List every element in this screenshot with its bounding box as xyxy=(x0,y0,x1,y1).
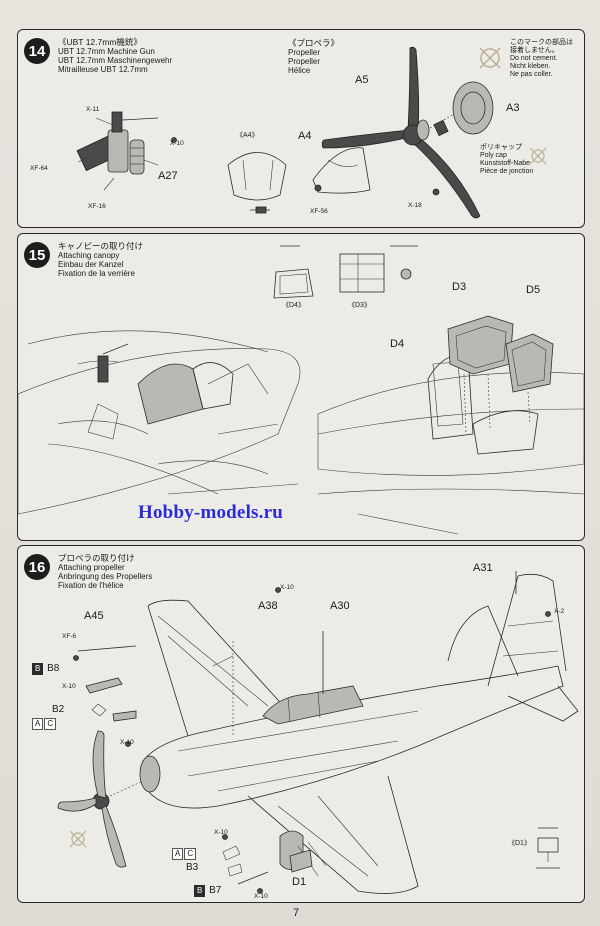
label-a4: A4 xyxy=(298,130,312,142)
box-c-1: C xyxy=(44,718,57,730)
label-x18: X-18 xyxy=(408,202,422,209)
aircraft-drawing xyxy=(57,571,579,894)
step-15-title-jp: キャノピーの取り付け xyxy=(58,241,144,251)
step-14-drawings xyxy=(76,46,547,219)
box-a-2: A xyxy=(172,848,184,860)
label-a31: A31 xyxy=(473,562,493,574)
label-d4-callout: 《D4》 xyxy=(282,302,305,309)
label-xf16: XF-16 xyxy=(88,203,106,210)
step-15-title-fr: Fixation de la verrière xyxy=(58,269,135,278)
note-jp1: このマークの部品は xyxy=(510,39,573,46)
step-15-number: 15 xyxy=(24,242,50,268)
label-a45: A45 xyxy=(84,610,104,622)
cockpit-view-left xyxy=(18,330,301,515)
step-16-title-de: Anbringung des Propellers xyxy=(58,572,153,581)
step-14-title: 《UBT 12.7mm機銃》 UBT 12.7mm Machine Gun UB… xyxy=(58,37,173,75)
label-d4: D4 xyxy=(390,338,405,350)
label-b7-text: B7 xyxy=(209,885,222,896)
label-x10-a: X-10 xyxy=(280,584,294,591)
note-de: Nicht kleben. xyxy=(510,63,551,70)
label-b7: B B7 xyxy=(194,885,221,897)
label-xf6: XF-6 xyxy=(62,633,77,640)
label-d3-callout: 《D3》 xyxy=(348,302,371,309)
label-x10-c: X-10 xyxy=(120,739,134,746)
polycap-note: ポリキャップ Poly cap Kunststoff-Nabe Pièce de… xyxy=(480,144,533,176)
step-16-title-jp: プロペラの取り付け xyxy=(58,553,135,563)
label-xf64: XF-64 xyxy=(30,165,48,172)
step-14-title-en: UBT 12.7mm Machine Gun xyxy=(58,47,155,56)
box-a-1: A xyxy=(32,718,44,730)
label-a30: A30 xyxy=(330,600,350,612)
watermark: Hobby-models.ru xyxy=(138,502,283,523)
label-a5: A5 xyxy=(355,74,369,86)
step-14-panel: 14 《UBT 12.7mm機銃》 UBT 12.7mm Machine Gun… xyxy=(17,29,585,228)
label-x10-d: X-10 xyxy=(214,829,228,836)
step-16-number: 16 xyxy=(24,554,50,580)
propeller-title-jp: 《プロペラ》 xyxy=(288,38,340,48)
propeller-title-fr: Hélice xyxy=(288,66,311,75)
label-x10-e: X-10 xyxy=(254,893,268,900)
step-14-title-de: UBT 12.7mm Maschinengewehr xyxy=(58,56,173,65)
step-16-title-en: Attaching propeller xyxy=(58,563,125,572)
propeller-title-en: Propeller xyxy=(288,48,321,57)
step-15-title-en: Attaching canopy xyxy=(58,251,120,260)
propeller-title-de: Propeller xyxy=(288,57,321,66)
step-14-title-jp: 《UBT 12.7mm機銃》 xyxy=(58,37,142,47)
label-d5: D5 xyxy=(526,284,541,296)
cockpit-view-right xyxy=(317,315,584,535)
polycap-de: Kunststoff-Nabe xyxy=(480,160,531,167)
note-jp2: 接着しません。 xyxy=(510,47,559,54)
step-15-panel: 15 キャノピーの取り付け Attaching canopy Einbau de… xyxy=(17,233,585,541)
page-number: 7 xyxy=(293,907,300,919)
label-a38: A38 xyxy=(258,600,278,612)
canopy-callouts xyxy=(273,245,418,299)
step-14-number: 14 xyxy=(24,38,50,64)
box-b-1: B xyxy=(32,663,44,675)
polycap-fr: Pièce de jonction xyxy=(480,168,534,175)
a4-part-drawing xyxy=(312,147,371,194)
a4-callout-drawing xyxy=(227,152,287,214)
step-16-title: プロペラの取り付け Attaching propeller Anbringung… xyxy=(58,553,153,591)
label-b8: B B8 xyxy=(32,663,59,675)
do-not-cement-note: このマークの部品は 接着しません。 Do not cement. Nicht k… xyxy=(510,39,573,79)
label-b2: B2 xyxy=(52,704,65,715)
label-a3: A3 xyxy=(506,102,520,114)
label-x10: X-10 xyxy=(170,140,184,147)
label-d1: D1 xyxy=(292,876,307,888)
machine-gun-drawing xyxy=(76,111,177,191)
label-x2: X-2 xyxy=(554,608,565,615)
label-xf56: XF-56 xyxy=(310,208,328,215)
propeller-title: 《プロペラ》 Propeller Propeller Hélice xyxy=(288,38,340,76)
note-fr: Ne pas coller. xyxy=(510,71,553,78)
label-x11: X-11 xyxy=(86,106,100,113)
label-b2-text: B2 xyxy=(52,704,65,715)
step-16-drawings xyxy=(57,571,579,894)
label-x10-b: X-10 xyxy=(62,683,76,690)
box-b-2: B xyxy=(194,885,206,897)
label-d3: D3 xyxy=(452,281,467,293)
label-b3: B3 xyxy=(186,862,199,873)
polycap-en: Poly cap xyxy=(480,152,507,159)
label-d1-callout: 《D1》 xyxy=(508,840,531,847)
step-14-title-fr: Mitrailleuse UBT 12.7mm xyxy=(58,65,148,74)
label-a27: A27 xyxy=(158,170,178,182)
polycap-jp: ポリキャップ xyxy=(480,144,522,151)
step-16-panel: 16 プロペラの取り付け Attaching propeller Anbring… xyxy=(17,545,585,903)
note-en: Do not cement. xyxy=(510,55,558,62)
label-a4-callout: 《A4》 xyxy=(236,132,259,139)
label-b8-text: B8 xyxy=(47,663,60,674)
step-16-title-fr: Fixation de l'hélice xyxy=(58,581,124,590)
step-15-title: キャノピーの取り付け Attaching canopy Einbau der K… xyxy=(58,241,144,279)
box-c-2: C xyxy=(184,848,197,860)
do-not-cement-mark xyxy=(479,47,547,165)
propeller-drawing xyxy=(321,46,494,219)
step-15-title-de: Einbau der Kanzel xyxy=(58,260,124,269)
step-15-drawings xyxy=(18,245,584,535)
